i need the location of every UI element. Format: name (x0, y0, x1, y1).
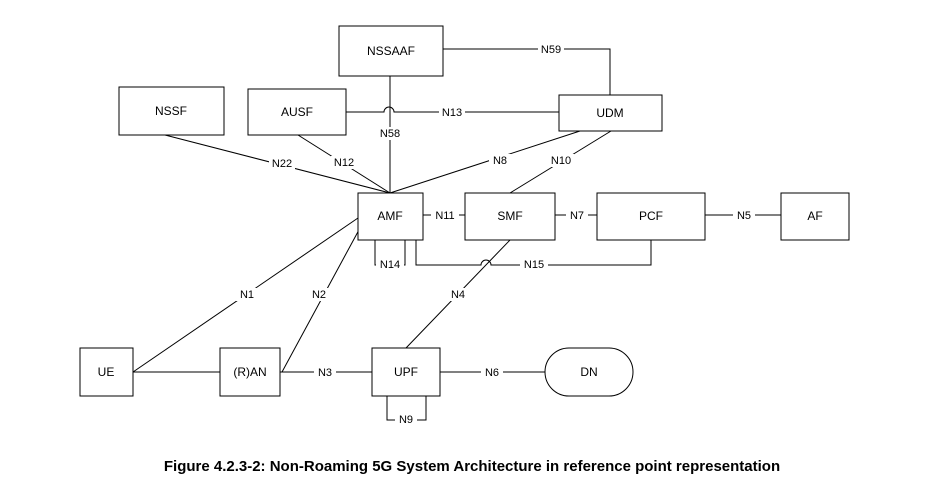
label-n22: N22 (272, 158, 292, 170)
node-labels: NSSAAF NSSF AUSF UDM AMF SMF PCF AF UE (… (98, 44, 823, 379)
nssf-label: NSSF (155, 104, 187, 118)
dn-label: DN (580, 365, 597, 379)
label-n11: N11 (435, 210, 454, 222)
ue-label: UE (98, 365, 115, 379)
nssaaf-label: NSSAAF (367, 44, 415, 58)
af-label: AF (807, 209, 822, 223)
label-n13: N13 (442, 107, 462, 119)
label-n59: N59 (541, 44, 561, 56)
label-n9: N9 (399, 414, 413, 426)
label-n1: N1 (240, 289, 254, 301)
label-n12: N12 (334, 157, 354, 169)
link-n8 (389, 130, 581, 194)
ausf-label: AUSF (281, 105, 313, 119)
box-udm (558, 94, 663, 132)
box-nssf (118, 86, 225, 136)
label-n15: N15 (524, 259, 544, 271)
ran-label: (R)AN (233, 365, 266, 379)
box-dn (544, 347, 634, 397)
network-functions (79, 25, 850, 397)
smf-label: SMF (497, 209, 522, 223)
link-n59 (443, 48, 611, 95)
label-n7: N7 (570, 210, 584, 222)
box-smf (464, 192, 556, 241)
box-ran (219, 347, 281, 397)
box-af (780, 192, 850, 241)
architecture-diagram: N59 N13 N58 N22 N12 N8 N10 N11 N7 N5 N14… (79, 25, 850, 426)
link-n15 (415, 240, 652, 266)
label-n8: N8 (493, 155, 507, 167)
upf-label: UPF (394, 365, 418, 379)
amf-label: AMF (377, 209, 402, 223)
box-ue (79, 347, 134, 397)
label-n4: N4 (451, 289, 465, 301)
link-n13 (346, 106, 559, 113)
reference-point-labels: N59 N13 N58 N22 N12 N8 N10 N11 N7 N5 N14… (236, 43, 755, 426)
box-pcf (596, 192, 706, 241)
label-n10: N10 (551, 155, 571, 167)
box-ausf (247, 88, 347, 136)
figure-caption: Figure 4.2.3-2: Non-Roaming 5G System Ar… (163, 458, 781, 475)
label-n5: N5 (737, 210, 751, 222)
udm-label: UDM (596, 106, 623, 120)
box-nssaaf (338, 25, 444, 77)
label-n14: N14 (380, 259, 400, 271)
box-upf (371, 347, 441, 397)
label-n3: N3 (318, 367, 332, 379)
label-n2: N2 (312, 289, 326, 301)
label-n58: N58 (380, 128, 400, 140)
label-n6: N6 (485, 367, 499, 379)
pcf-label: PCF (639, 209, 663, 223)
box-amf (357, 192, 424, 241)
